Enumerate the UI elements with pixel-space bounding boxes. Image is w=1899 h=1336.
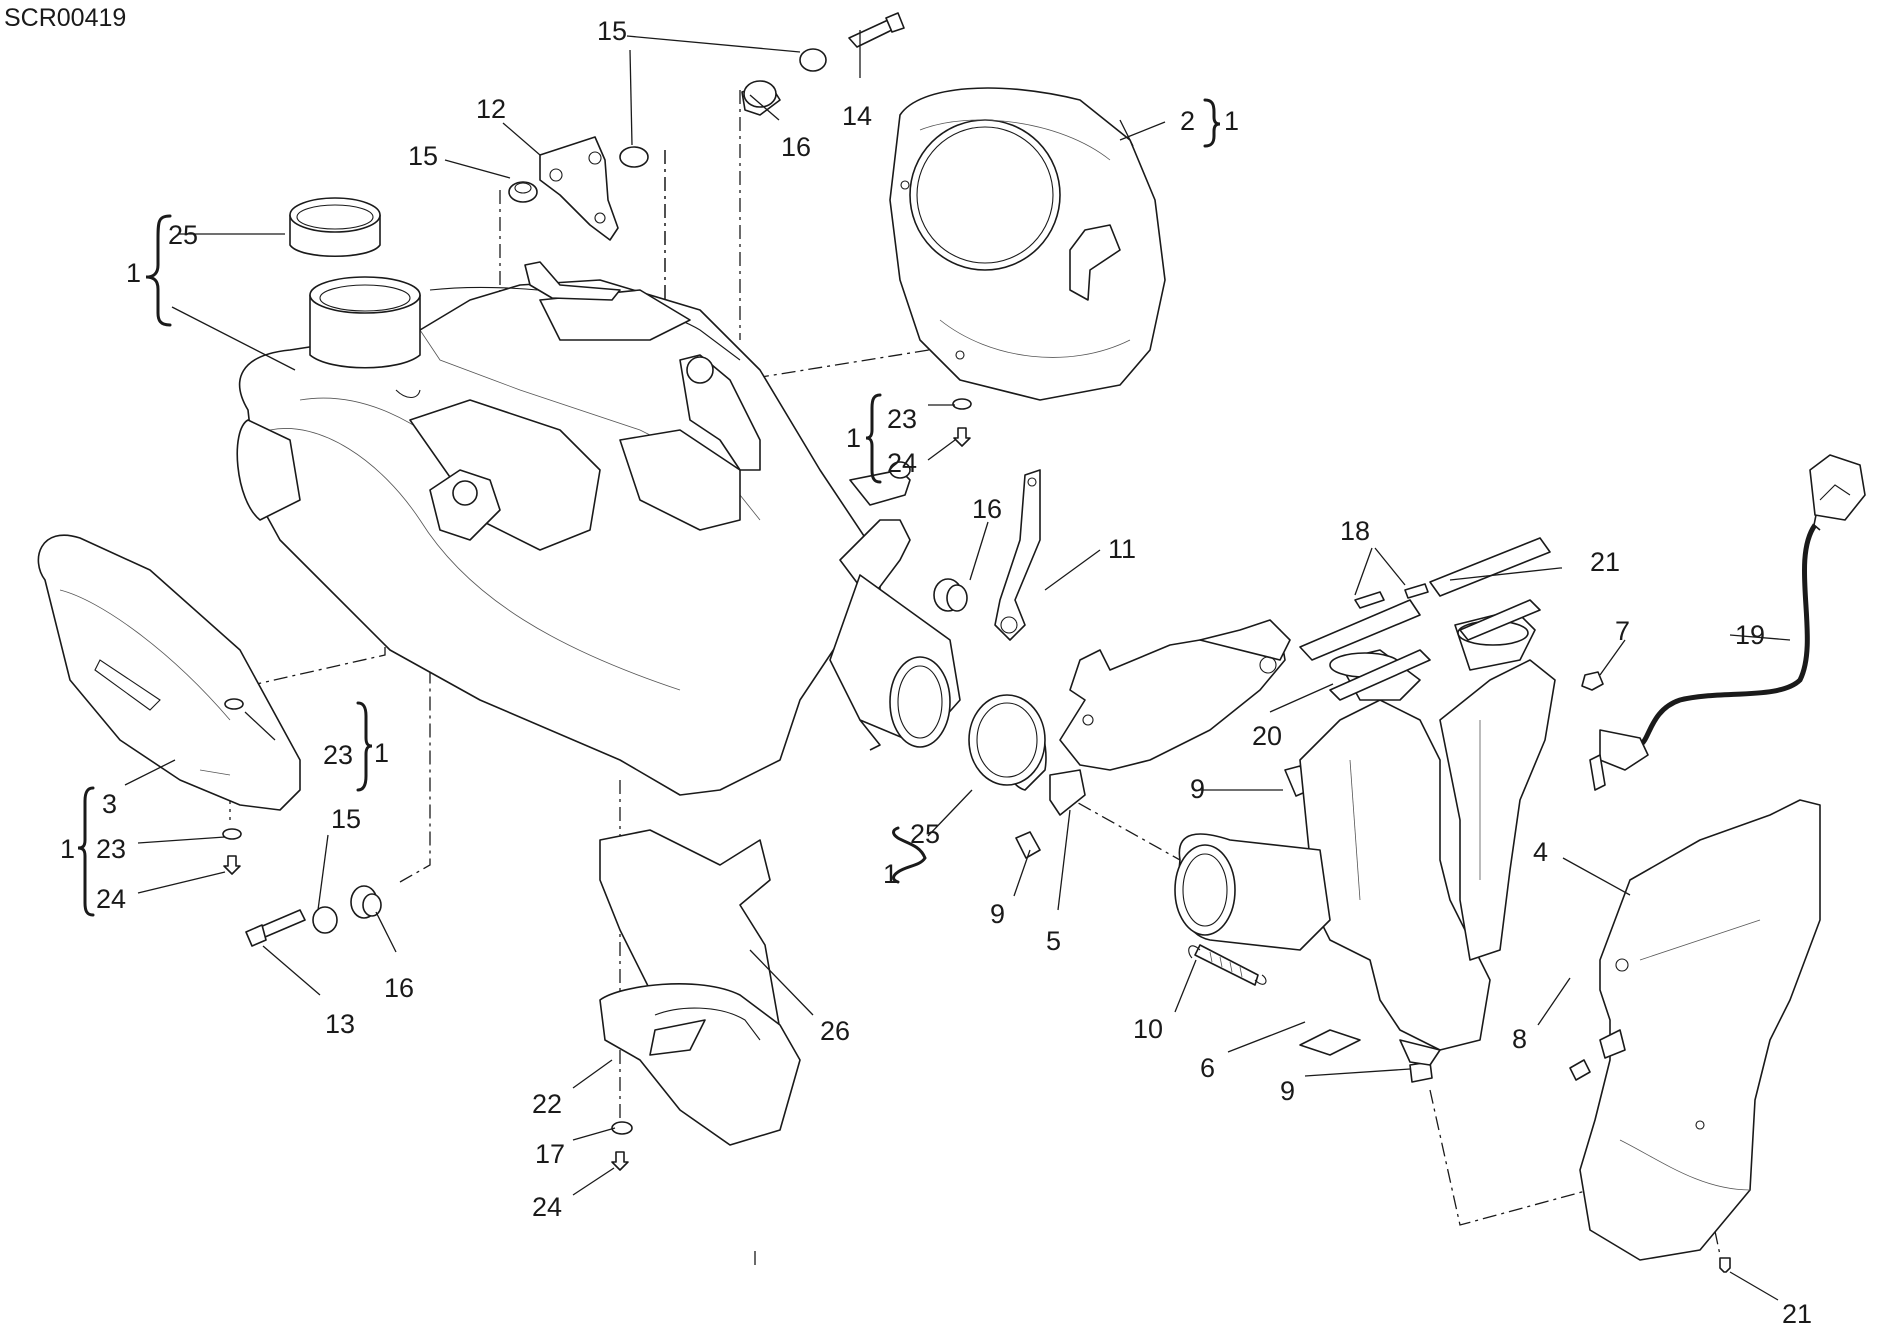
callout-17: 17 bbox=[535, 1139, 565, 1169]
callout-1-left-3: 1 bbox=[60, 834, 75, 864]
header-gaskets bbox=[1299, 537, 1551, 701]
callout-20: 20 bbox=[1252, 721, 1282, 751]
callout-8: 8 bbox=[1512, 1024, 1527, 1054]
heat-shield-left bbox=[37, 534, 301, 811]
braces bbox=[77, 98, 1221, 917]
deflector-plate bbox=[1059, 619, 1291, 771]
callout-numbers: 1 25 15 14 16 2 1 12 15 1 23 24 16 11 18… bbox=[60, 16, 1812, 1329]
callout-18: 18 bbox=[1340, 516, 1370, 546]
callout-1-mid-25: 1 bbox=[883, 859, 898, 889]
callout-24-bottom: 24 bbox=[532, 1192, 562, 1222]
callout-14: 14 bbox=[842, 101, 872, 131]
callout-25-mid: 25 bbox=[910, 819, 940, 849]
callout-15-top: 15 bbox=[597, 16, 627, 46]
callout-21-top: 21 bbox=[1590, 547, 1620, 577]
fasteners bbox=[222, 12, 1731, 1273]
callout-13: 13 bbox=[325, 1009, 355, 1039]
callout-16-low: 16 bbox=[384, 973, 414, 1003]
callout-12: 12 bbox=[476, 94, 506, 124]
callout-24-right: 24 bbox=[887, 448, 917, 478]
callout-23-left-lower: 23 bbox=[96, 834, 126, 864]
gasket-plates bbox=[599, 829, 801, 1146]
callout-16-top: 16 bbox=[781, 132, 811, 162]
callout-25-top-left: 25 bbox=[168, 220, 198, 250]
callout-10: 10 bbox=[1133, 1014, 1163, 1044]
reference-code: SCR00419 bbox=[4, 4, 126, 32]
callout-9-b: 9 bbox=[990, 899, 1005, 929]
callout-23-right: 23 bbox=[887, 404, 917, 434]
bracket-12 bbox=[539, 136, 619, 241]
heat-shield-right bbox=[1579, 799, 1821, 1261]
callout-19: 19 bbox=[1735, 620, 1765, 650]
lambda-sensor bbox=[1589, 454, 1866, 791]
callout-1-left-23: 1 bbox=[374, 738, 389, 768]
end-cap bbox=[889, 87, 1166, 401]
callout-1-right-of-2: 1 bbox=[1224, 106, 1239, 136]
callout-16-mid: 16 bbox=[972, 494, 1002, 524]
callout-15-low: 15 bbox=[331, 804, 361, 834]
callout-5: 5 bbox=[1046, 926, 1061, 956]
spring bbox=[1188, 944, 1267, 986]
leader-lines bbox=[124, 30, 1791, 1301]
callout-7: 7 bbox=[1615, 616, 1630, 646]
callout-15-mid: 15 bbox=[408, 141, 438, 171]
callout-9-c: 9 bbox=[1280, 1076, 1295, 1106]
callout-21-bottom: 21 bbox=[1782, 1299, 1812, 1329]
callout-1-top-left: 1 bbox=[126, 258, 141, 288]
callout-24-left: 24 bbox=[96, 884, 126, 914]
callout-22: 22 bbox=[532, 1089, 562, 1119]
callout-2: 2 bbox=[1180, 106, 1195, 136]
callout-4: 4 bbox=[1533, 837, 1548, 867]
callout-3: 3 bbox=[102, 789, 117, 819]
seal-rings bbox=[289, 197, 1047, 791]
callout-11: 11 bbox=[1108, 534, 1136, 564]
callout-1-right-23-24: 1 bbox=[846, 423, 861, 453]
callout-23-left: 23 bbox=[323, 740, 353, 770]
callout-26: 26 bbox=[820, 1016, 850, 1046]
silencer-body bbox=[236, 261, 961, 796]
callout-6: 6 bbox=[1200, 1053, 1215, 1083]
callout-9-a: 9 bbox=[1190, 774, 1205, 804]
